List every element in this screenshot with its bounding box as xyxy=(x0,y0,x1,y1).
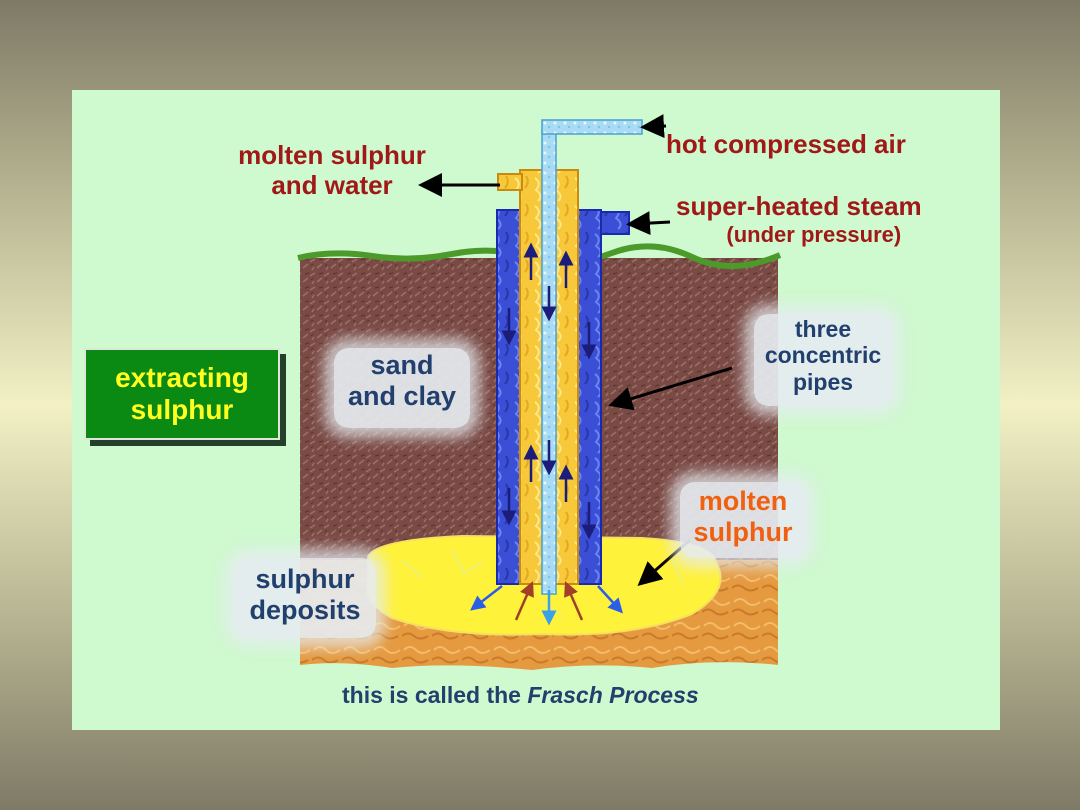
label-super-heated-steam: super-heated steam (under pressure) xyxy=(676,191,922,247)
slide: extracting sulphur hot compressed air mo… xyxy=(72,90,1000,730)
bottom-arrows xyxy=(470,581,624,626)
label-molten-sulphur-water: molten sulphur and water xyxy=(238,140,426,200)
deposits-blob xyxy=(234,558,376,638)
label-three-concentric-pipes: three concentric pipes xyxy=(764,316,882,395)
frasch-diagram xyxy=(297,114,782,670)
caption: this is called the Frasch Process xyxy=(342,682,699,708)
pipes-blob xyxy=(754,314,892,406)
label-molten-sulphur: molten sulphur xyxy=(693,486,793,548)
molten-blob xyxy=(680,482,806,558)
title-text: extracting sulphur xyxy=(115,361,249,425)
label-sulphur-deposits: sulphur deposits xyxy=(249,564,361,626)
air-inlet xyxy=(541,119,643,135)
caption-emphasis: Frasch Process xyxy=(527,682,699,708)
flow-arrows xyxy=(501,242,597,540)
sand-clay-blob xyxy=(334,348,470,428)
title-box: extracting sulphur xyxy=(84,348,280,440)
steam-inlet xyxy=(600,211,630,235)
label-hot-compressed-air: hot compressed air xyxy=(666,129,906,159)
inner-pipe xyxy=(541,129,557,595)
label-sand-clay: sand and clay xyxy=(347,350,457,412)
sulphur-outlet xyxy=(497,173,523,191)
